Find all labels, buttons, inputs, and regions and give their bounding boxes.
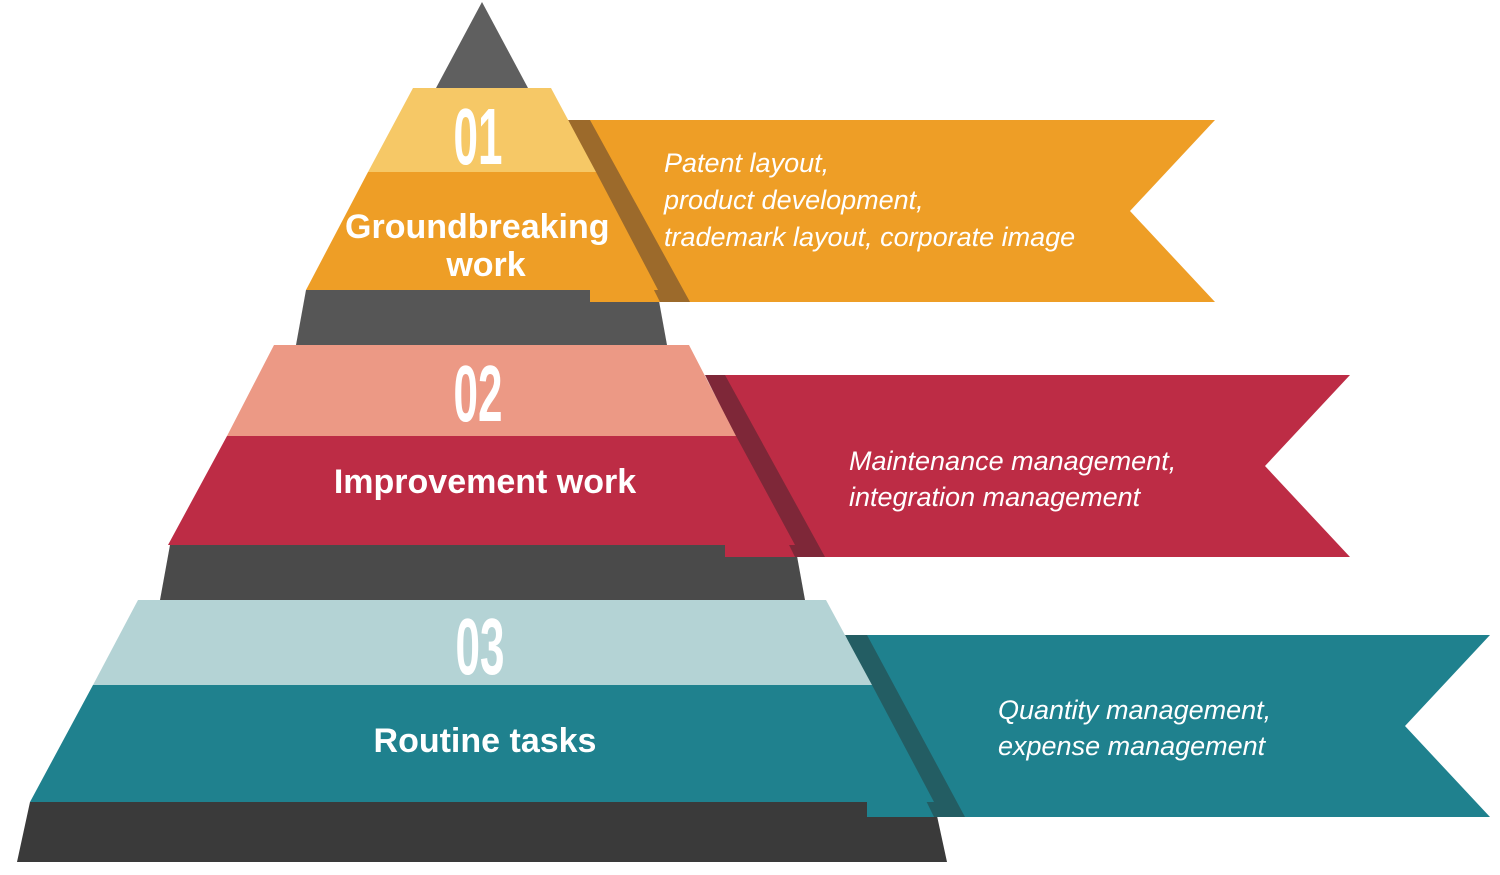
level-2-number: 02: [454, 349, 503, 438]
pyramid-base: [17, 802, 947, 862]
level-3-title: Routine tasks: [374, 722, 597, 760]
level-2: 02 Improvement work Maintenance manageme…: [168, 345, 1350, 557]
level-1-description-line-1: Patent layout,: [664, 148, 829, 178]
level-1-title-band: [306, 172, 658, 290]
level-1-title: Groundbreaking work: [345, 208, 619, 284]
level-2-description-line-2: integration management: [849, 482, 1142, 512]
level-2-description-line-1: Maintenance management,: [849, 446, 1176, 476]
level-1-number: 01: [454, 92, 503, 181]
level-2-ribbon-fold: [705, 375, 825, 557]
level-3: 03 Routine tasks Quantity management, ex…: [30, 600, 1490, 817]
level-3-description: Quantity management, expense management: [998, 695, 1279, 761]
level-3-number-band: [93, 600, 872, 685]
level-2-title: Improvement work: [334, 463, 636, 501]
level-3-description-line-1: Quantity management,: [998, 695, 1271, 725]
level-3-description-line-2: expense management: [998, 731, 1267, 761]
level-2-ribbon: [725, 375, 1350, 557]
level-3-ribbon: [867, 635, 1490, 817]
level-2-description: Maintenance management, integration mana…: [849, 446, 1184, 512]
level-1: 01 Groundbreaking work Patent layout, pr…: [306, 88, 1215, 302]
level-1-title-line-1: Groundbreaking: [345, 208, 609, 246]
level-3-title-band: [30, 685, 934, 802]
level-1-number-band: [368, 88, 596, 172]
level-3-number: 03: [456, 602, 505, 691]
level-3-ribbon-fold: [845, 635, 965, 817]
level-1-ribbon-fold: [568, 120, 690, 302]
level-1-description: Patent layout, product development, trad…: [663, 148, 1075, 252]
pyramid-band-1: [296, 290, 667, 345]
level-2-title-band: [168, 436, 795, 545]
level-1-title-line-2: work: [445, 246, 525, 284]
pyramid-band-2: [160, 545, 805, 600]
level-2-number-band: [227, 345, 736, 436]
level-1-description-line-3: trademark layout, corporate image: [664, 222, 1075, 252]
pyramid-apex: [436, 2, 528, 88]
level-1-description-line-2: product development,: [663, 185, 924, 215]
level-1-ribbon: [590, 120, 1215, 302]
